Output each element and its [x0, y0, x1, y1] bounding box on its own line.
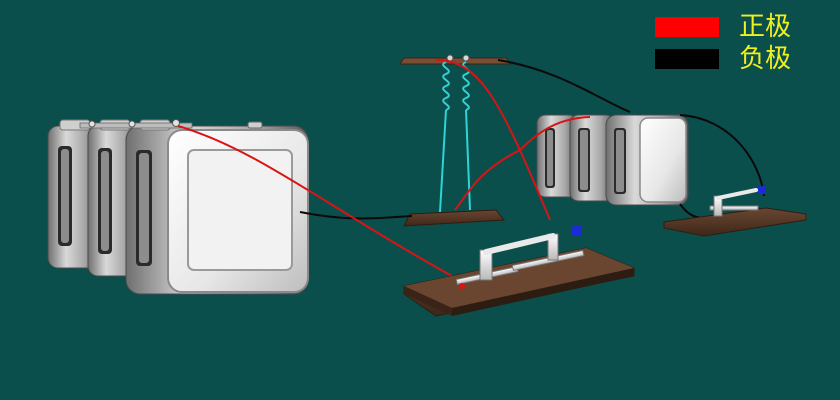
right-battery-cell-1 [536, 114, 578, 198]
left-battery-pack [47, 119, 309, 295]
right-battery-cell-3 [605, 114, 689, 206]
legend-negative-swatch [655, 49, 719, 69]
legend-negative-label: 负极 [739, 44, 792, 74]
coil [439, 61, 471, 213]
left-battery-cell-3 [125, 119, 309, 295]
coil-stand [399, 54, 511, 227]
front-switch [403, 226, 635, 317]
legend-positive-label: 正极 [739, 12, 792, 42]
legend-positive-swatch [655, 17, 719, 37]
legend-positive: 正极 [655, 12, 791, 42]
wire-negative-paths [299, 59, 765, 220]
right-switch [663, 186, 807, 237]
left-battery-cell-1 [47, 119, 101, 269]
legend-negative: 负极 [655, 44, 791, 74]
right-battery-cell-2 [569, 114, 615, 202]
wire-positive-paths [177, 59, 591, 287]
left-battery-top-terminals [79, 119, 263, 129]
right-battery-pack [536, 114, 689, 206]
